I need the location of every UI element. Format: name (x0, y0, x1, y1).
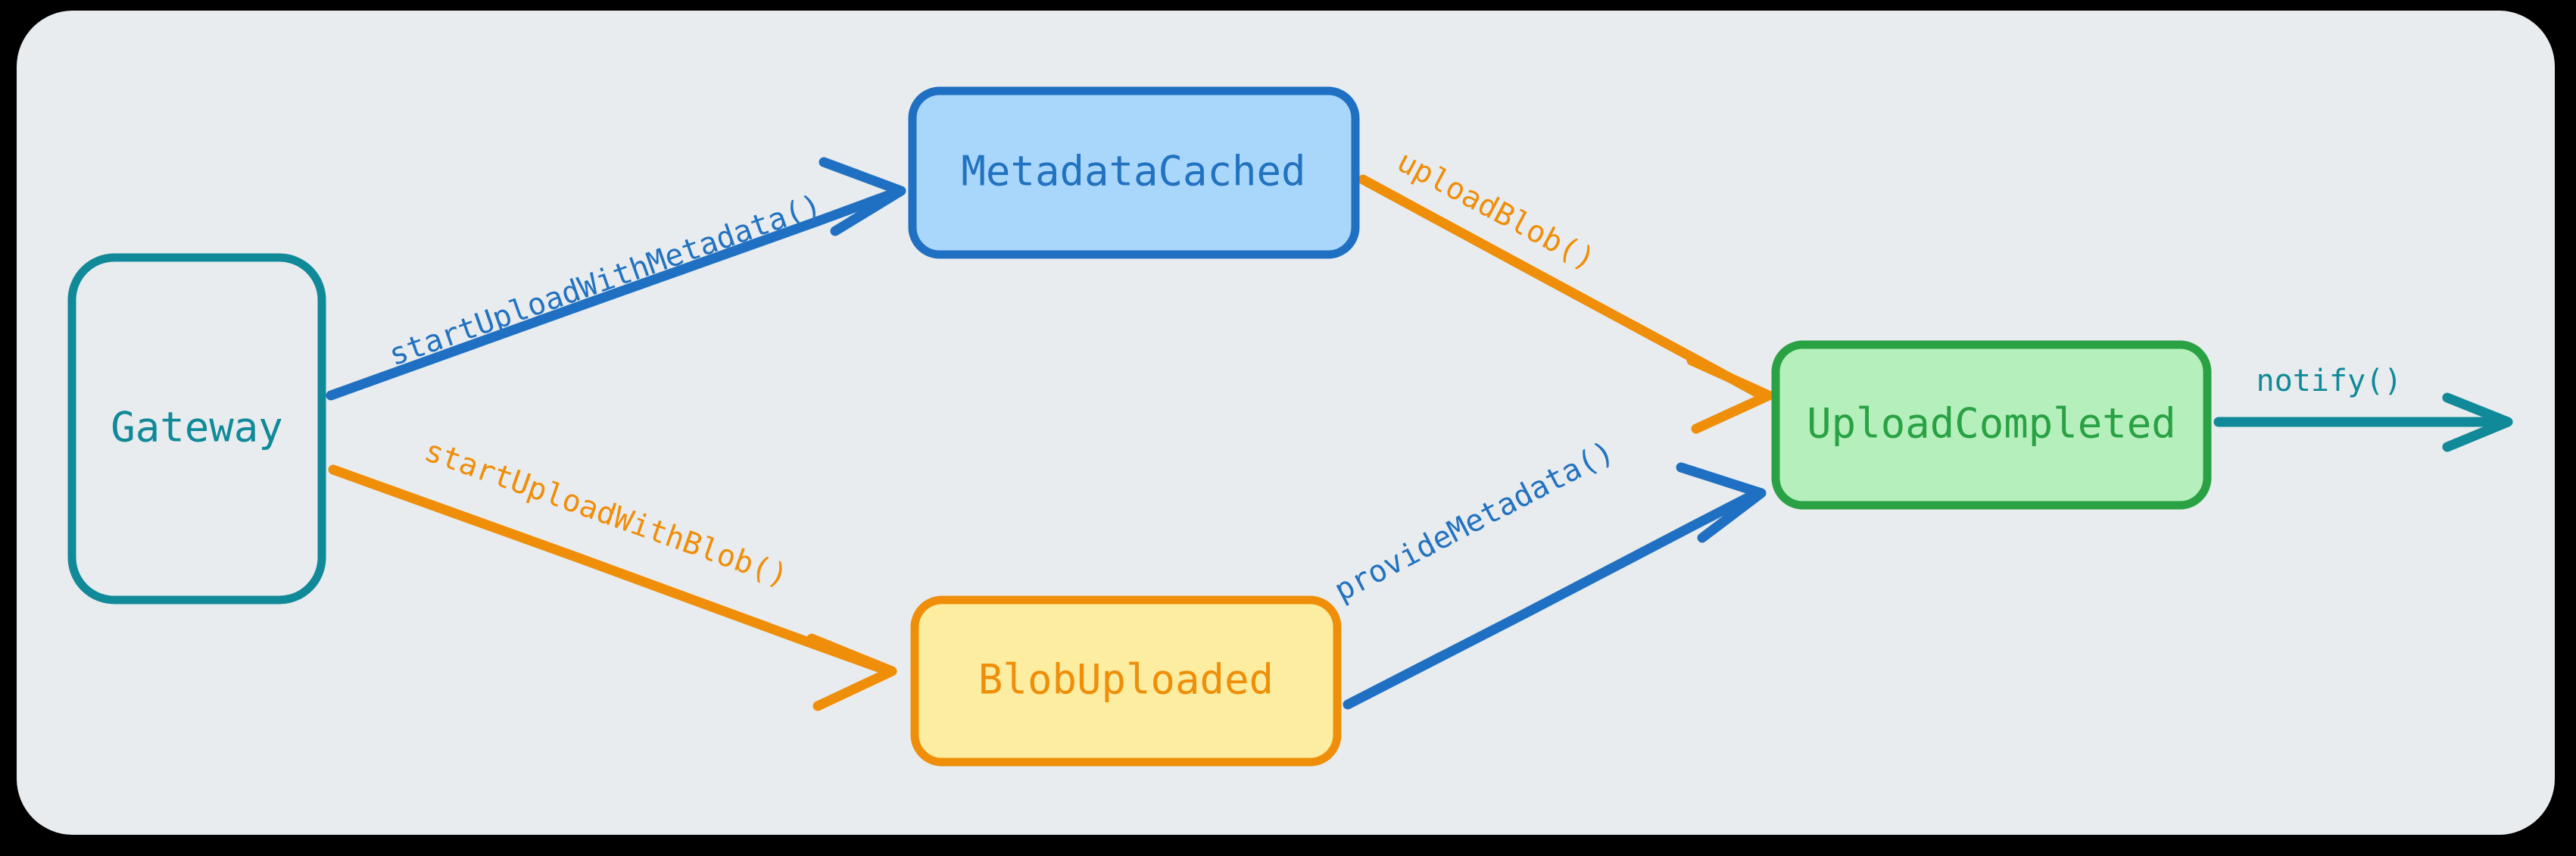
node-gateway[interactable]: Gateway (67, 253, 326, 605)
edge-start-upload-with-blob-arrowhead (806, 633, 897, 711)
edge-start-upload-with-metadata-arrowhead (819, 157, 906, 236)
node-metadata-cached-shape (908, 86, 1360, 259)
edge-upload-blob[interactable]: uploadBlob() (1358, 144, 1774, 434)
edge-notify[interactable]: notify() (2213, 364, 2513, 452)
edge-start-upload-with-blob[interactable]: startUploadWithBlob() (328, 433, 897, 711)
node-upload-completed[interactable]: UploadCompleted (1771, 340, 2212, 510)
node-blob-uploaded-label: BlobUploaded (978, 656, 1274, 704)
node-upload-completed-shape (1771, 340, 2212, 510)
edge-provide-metadata-line (1343, 491, 1756, 710)
node-gateway-label: Gateway (111, 404, 283, 451)
edge-start-upload-with-metadata[interactable]: startUploadWithMetadata() (326, 157, 906, 401)
edge-label-notify: notify() (2256, 364, 2403, 398)
node-blob-uploaded-shape (910, 595, 1342, 767)
edge-notify-arrowhead (2442, 392, 2513, 452)
node-metadata-cached-label: MetadataCached (961, 148, 1305, 195)
node-gateway-shape (67, 253, 326, 605)
node-upload-completed-label: UploadCompleted (1807, 400, 2176, 448)
edge-provide-metadata-arrowhead (1676, 462, 1767, 543)
node-blob-uploaded[interactable]: BlobUploaded (910, 595, 1342, 767)
node-metadata-cached[interactable]: MetadataCached (908, 86, 1360, 259)
edge-upload-blob-arrowhead (1686, 355, 1774, 434)
edge-start-upload-with-metadata-line (326, 189, 897, 401)
edge-provide-metadata[interactable]: provideMetadata() (1329, 434, 1767, 710)
edge-label-start-upload-with-metadata: startUploadWithMetadata() (385, 188, 826, 373)
